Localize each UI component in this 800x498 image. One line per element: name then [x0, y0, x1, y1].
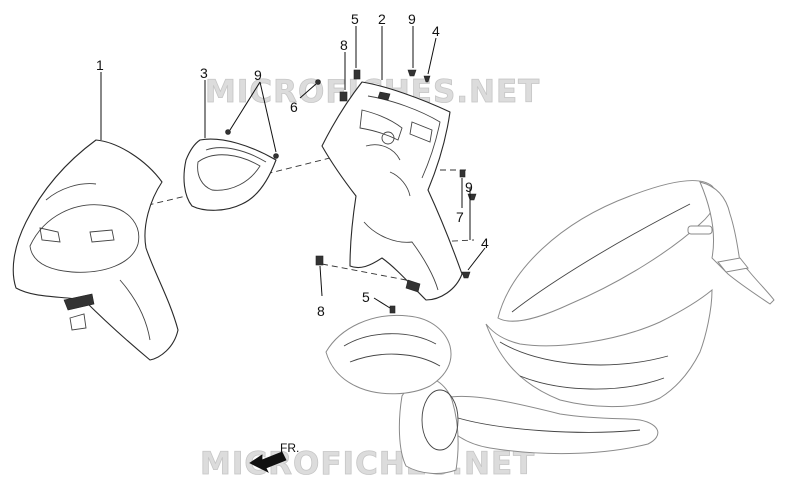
- direction-label: FR.: [280, 441, 299, 455]
- callout-8-bottom: 8: [317, 303, 325, 319]
- part-8-clip-top: [339, 91, 348, 102]
- callout-8-top: 8: [340, 37, 348, 53]
- leader-lines: [100, 26, 486, 309]
- watermark-bottom: MICROFICHES.NET: [200, 446, 535, 482]
- callout-5-bottom: 5: [362, 289, 370, 305]
- callout-4-bottom: 4: [481, 235, 489, 251]
- hardware-fasteners: [315, 69, 477, 314]
- callout-2: 2: [378, 11, 386, 27]
- callout-9-right: 9: [465, 179, 473, 195]
- callout-6: 6: [290, 99, 298, 115]
- scooter-body: [325, 180, 775, 474]
- callout-3: 3: [200, 65, 208, 81]
- direction-arrow-icon: [249, 451, 287, 473]
- callout-9-top: 9: [408, 11, 416, 27]
- part-1-front-shield: [12, 139, 179, 361]
- part-5-nut-top: [353, 69, 361, 80]
- part-3-headlight-bracket: [183, 129, 279, 211]
- callout-numbers: 1 2 3 4 4 5 5 6 7 8 8 9 9 9: [96, 11, 489, 319]
- part-7-nut: [459, 169, 466, 178]
- front-direction-indicator: FR.: [249, 441, 299, 473]
- part-5-nut-bottom: [389, 305, 396, 314]
- part-2-inner-shield: [321, 81, 463, 301]
- callout-5-top: 5: [351, 11, 359, 27]
- part-4-screw-top: [423, 75, 431, 83]
- callout-7: 7: [456, 209, 464, 225]
- taillight: [687, 225, 713, 235]
- callout-1: 1: [96, 57, 104, 73]
- part-8-clip-bottom: [315, 255, 324, 266]
- callout-9-left: 9: [254, 67, 262, 83]
- callout-4-top: 4: [432, 23, 440, 39]
- part-4-screw-bottom: [461, 271, 471, 279]
- part-9-screw-top: [407, 69, 417, 77]
- part-6-screw: [315, 79, 321, 85]
